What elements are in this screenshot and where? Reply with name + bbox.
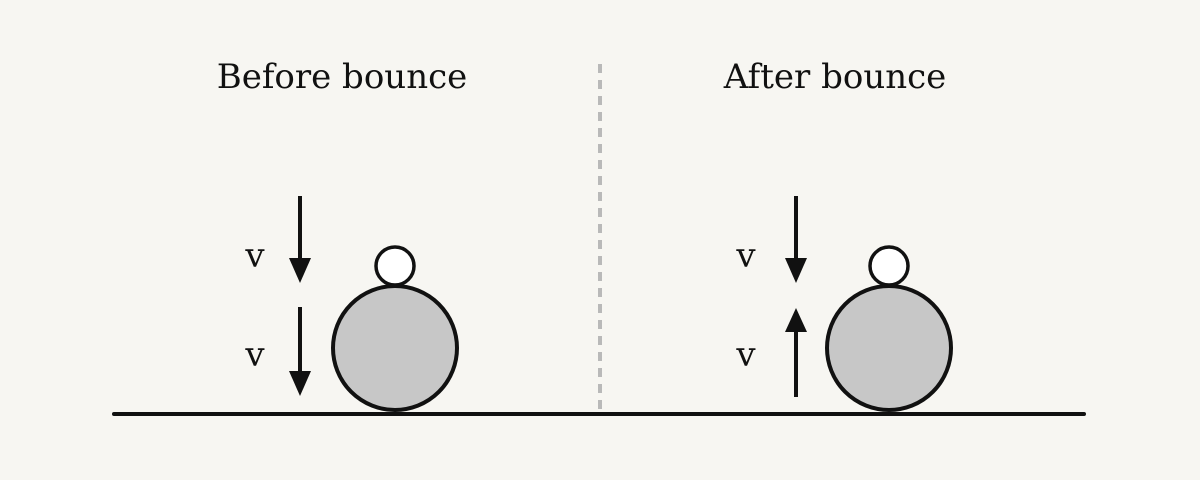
before-top-arrow-head <box>289 258 311 283</box>
after-top-velocity-label: v <box>735 236 756 276</box>
before-title: Before bounce <box>217 57 468 97</box>
before-bottom-arrow-head <box>289 371 311 396</box>
before-bottom-velocity-label: v <box>244 335 265 375</box>
after-top-arrow-head <box>785 258 807 283</box>
after-panel: v v <box>735 196 953 412</box>
before-big-ball <box>331 284 459 412</box>
after-top-arrow <box>785 196 807 283</box>
after-bottom-arrow <box>785 308 807 397</box>
before-bottom-arrow <box>289 307 311 396</box>
after-small-ball <box>868 245 910 287</box>
after-bottom-arrow-head <box>785 308 807 332</box>
after-bottom-velocity-label: v <box>735 335 756 375</box>
before-top-arrow <box>289 196 311 283</box>
before-top-velocity-label: v <box>244 236 265 276</box>
before-panel: v v <box>244 196 459 412</box>
after-big-ball <box>825 284 953 412</box>
after-title: After bounce <box>723 57 947 97</box>
before-small-ball <box>374 245 416 287</box>
